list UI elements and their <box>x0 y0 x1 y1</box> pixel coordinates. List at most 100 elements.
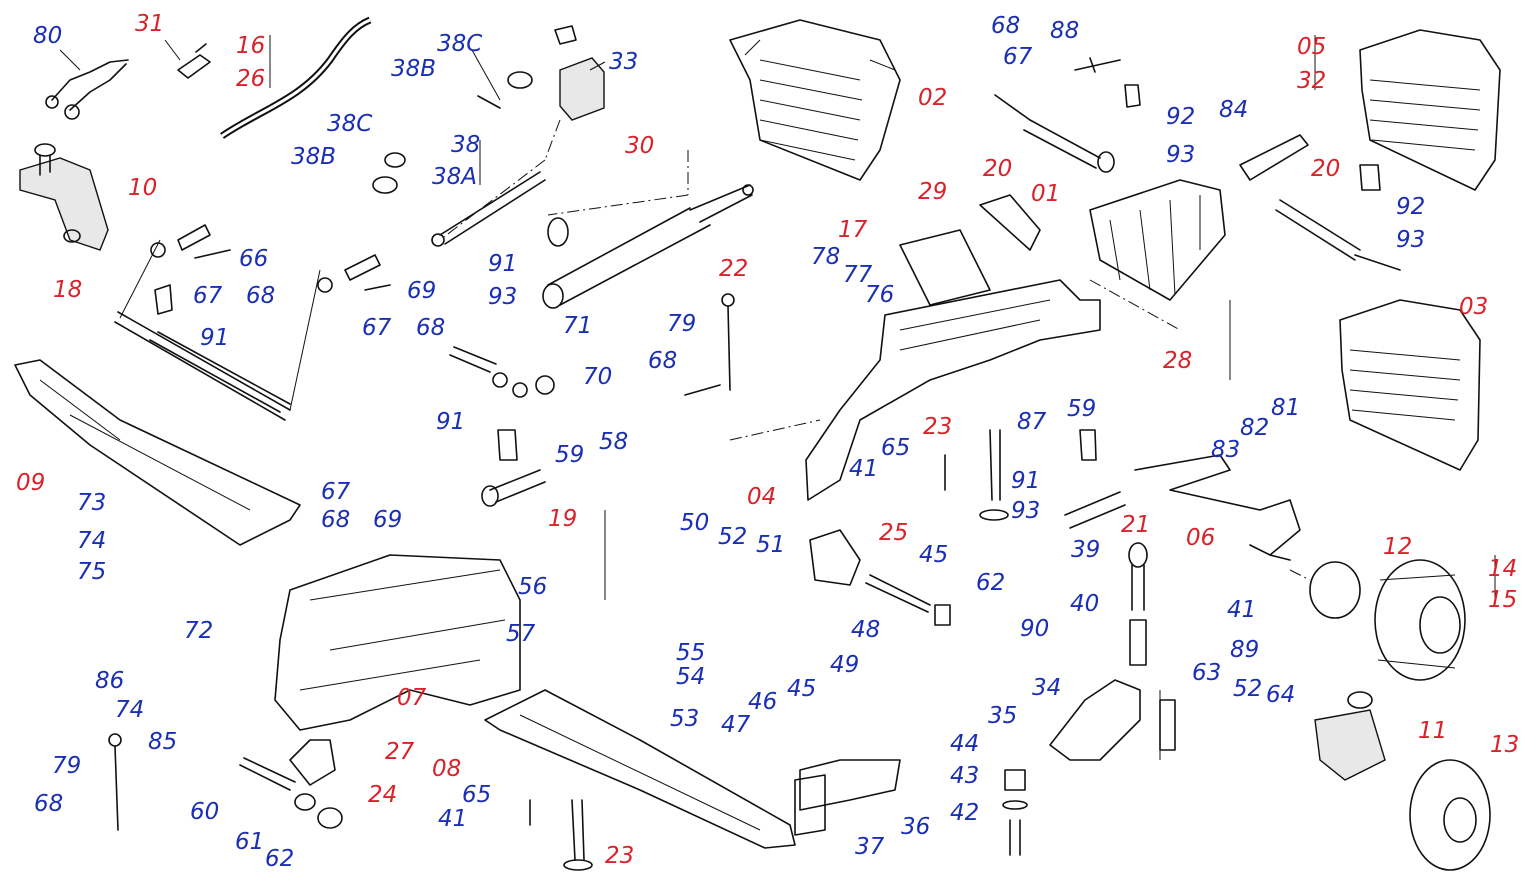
callout-06[interactable]: 06 <box>1186 525 1216 551</box>
callout-68-f[interactable]: 68 <box>34 791 64 817</box>
callout-29[interactable]: 29 <box>918 179 948 205</box>
callout-50[interactable]: 50 <box>680 510 710 536</box>
callout-13[interactable]: 13 <box>1490 732 1520 758</box>
callout-91-a[interactable]: 91 <box>200 325 230 351</box>
callout-68-e[interactable]: 68 <box>321 507 351 533</box>
callout-37[interactable]: 37 <box>855 834 885 860</box>
callout-80[interactable]: 80 <box>33 23 63 49</box>
callout-38c-a[interactable]: 38C <box>437 31 483 57</box>
callout-82[interactable]: 82 <box>1240 415 1270 441</box>
callout-69-a[interactable]: 69 <box>407 278 437 304</box>
callout-46[interactable]: 46 <box>748 689 778 715</box>
callout-61[interactable]: 61 <box>235 829 265 855</box>
callout-04[interactable]: 04 <box>747 484 777 510</box>
callout-16[interactable]: 16 <box>236 33 266 59</box>
callout-41-b[interactable]: 41 <box>1227 597 1257 623</box>
callout-54[interactable]: 54 <box>676 664 706 690</box>
callout-67-b[interactable]: 67 <box>362 315 392 341</box>
callout-02[interactable]: 02 <box>918 85 948 111</box>
callout-32[interactable]: 32 <box>1297 68 1327 94</box>
callout-59-b[interactable]: 59 <box>1067 396 1097 422</box>
callout-85[interactable]: 85 <box>148 729 178 755</box>
callout-83[interactable]: 83 <box>1211 437 1241 463</box>
callout-70[interactable]: 70 <box>583 364 613 390</box>
callout-92-a[interactable]: 92 <box>1166 104 1196 130</box>
callout-38b-a[interactable]: 38B <box>391 56 437 82</box>
callout-67-a[interactable]: 67 <box>193 283 223 309</box>
callout-91-b[interactable]: 91 <box>488 251 518 277</box>
callout-91-d[interactable]: 91 <box>1011 468 1041 494</box>
callout-07[interactable]: 07 <box>397 685 427 711</box>
callout-30[interactable]: 30 <box>625 133 655 159</box>
callout-81[interactable]: 81 <box>1271 395 1301 421</box>
callout-40[interactable]: 40 <box>1070 591 1100 617</box>
callout-17[interactable]: 17 <box>838 217 868 243</box>
callout-45-b[interactable]: 45 <box>787 676 817 702</box>
callout-36[interactable]: 36 <box>901 814 931 840</box>
callout-31[interactable]: 31 <box>135 11 165 37</box>
callout-11[interactable]: 11 <box>1418 718 1448 744</box>
callout-93-d[interactable]: 93 <box>1011 498 1041 524</box>
callout-84[interactable]: 84 <box>1219 97 1249 123</box>
callout-65-b[interactable]: 65 <box>462 782 492 808</box>
callout-56[interactable]: 56 <box>518 574 548 600</box>
callout-78[interactable]: 78 <box>811 244 841 270</box>
callout-05[interactable]: 05 <box>1297 34 1327 60</box>
callout-60[interactable]: 60 <box>190 799 220 825</box>
callout-52-b[interactable]: 52 <box>1233 676 1263 702</box>
callout-39[interactable]: 39 <box>1071 537 1101 563</box>
callout-93-c[interactable]: 93 <box>1396 227 1426 253</box>
callout-74-b[interactable]: 74 <box>115 697 145 723</box>
callout-59-a[interactable]: 59 <box>555 442 585 468</box>
callout-51[interactable]: 51 <box>756 532 786 558</box>
callout-09[interactable]: 09 <box>16 470 46 496</box>
callout-19[interactable]: 19 <box>548 506 578 532</box>
callout-26[interactable]: 26 <box>236 66 266 92</box>
callout-68-a[interactable]: 68 <box>246 283 276 309</box>
callout-64[interactable]: 64 <box>1266 682 1296 708</box>
callout-91-c[interactable]: 91 <box>436 409 466 435</box>
callout-93-b[interactable]: 93 <box>1166 142 1196 168</box>
callout-10[interactable]: 10 <box>128 175 158 201</box>
callout-27[interactable]: 27 <box>385 739 415 765</box>
callout-63[interactable]: 63 <box>1192 660 1222 686</box>
callout-89[interactable]: 89 <box>1230 637 1260 663</box>
callout-79-a[interactable]: 79 <box>667 311 697 337</box>
callout-77[interactable]: 77 <box>843 262 873 288</box>
callout-45-a[interactable]: 45 <box>919 542 949 568</box>
callout-18[interactable]: 18 <box>53 277 83 303</box>
callout-38c-b[interactable]: 38C <box>327 111 373 137</box>
callout-08[interactable]: 08 <box>432 756 462 782</box>
callout-03[interactable]: 03 <box>1459 294 1489 320</box>
callout-01[interactable]: 01 <box>1031 181 1061 207</box>
callout-90[interactable]: 90 <box>1020 616 1050 642</box>
callout-44[interactable]: 44 <box>950 731 980 757</box>
callout-35[interactable]: 35 <box>988 703 1018 729</box>
callout-75[interactable]: 75 <box>77 559 107 585</box>
callout-33[interactable]: 33 <box>609 49 639 75</box>
callout-93-a[interactable]: 93 <box>488 284 518 310</box>
callout-20-b[interactable]: 20 <box>1311 156 1341 182</box>
callout-47[interactable]: 47 <box>721 712 751 738</box>
callout-62-b[interactable]: 62 <box>265 846 295 872</box>
callout-88[interactable]: 88 <box>1050 18 1080 44</box>
callout-25[interactable]: 25 <box>879 520 909 546</box>
callout-49[interactable]: 49 <box>830 652 860 678</box>
callout-12[interactable]: 12 <box>1383 534 1413 560</box>
callout-42[interactable]: 42 <box>950 800 980 826</box>
callout-92-b[interactable]: 92 <box>1396 194 1426 220</box>
callout-71[interactable]: 71 <box>563 313 593 339</box>
callout-20-a[interactable]: 20 <box>983 156 1013 182</box>
callout-72[interactable]: 72 <box>184 618 214 644</box>
callout-22[interactable]: 22 <box>719 256 749 282</box>
callout-41-c[interactable]: 41 <box>438 806 468 832</box>
callout-86[interactable]: 86 <box>95 668 125 694</box>
callout-38a[interactable]: 38A <box>432 164 478 190</box>
callout-28[interactable]: 28 <box>1163 348 1193 374</box>
callout-34[interactable]: 34 <box>1032 675 1062 701</box>
callout-74-a[interactable]: 74 <box>77 528 107 554</box>
callout-67-c[interactable]: 67 <box>1003 44 1033 70</box>
callout-68-b[interactable]: 68 <box>416 315 446 341</box>
callout-65-a[interactable]: 65 <box>881 435 911 461</box>
callout-14[interactable]: 14 <box>1488 556 1518 582</box>
